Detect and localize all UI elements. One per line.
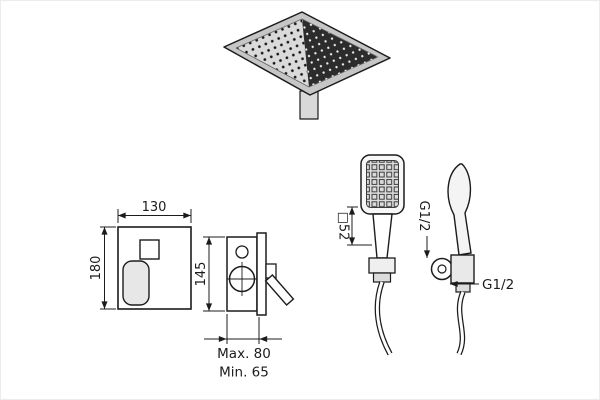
face-size-label: □52 — [336, 212, 351, 241]
dimension-mixer-width: 130 — [117, 200, 192, 223]
upper-port-circle — [235, 245, 249, 259]
holder-thread-callout: G1/2 — [416, 201, 431, 258]
hose-nut-front — [372, 272, 392, 283]
holder-bracket-side — [450, 254, 475, 284]
depth-max-label: Max. 80 — [217, 346, 271, 362]
dimension-recess-depth: Max. 80 Min. 65 — [204, 314, 282, 381]
supply-elbow-port — [437, 264, 447, 274]
dimension-valve-height: 145 — [194, 236, 225, 312]
holder-thread-label: G1/2 — [416, 201, 431, 232]
supply-thread-callout: G1/2 — [450, 277, 514, 293]
mixer-lever — [122, 260, 150, 306]
supply-elbow-flange — [430, 257, 454, 281]
hand-shower-side-view — [430, 163, 475, 356]
mixer-width-label: 130 — [142, 200, 167, 215]
shower-holder — [368, 257, 396, 274]
valve-height-label: 145 — [194, 262, 209, 287]
nozzle-dots-highlight — [302, 19, 378, 87]
shower-hose-front-inner — [375, 281, 392, 355]
mixer-height-label: 180 — [89, 256, 104, 281]
dimension-hand-shower-face: □52 — [336, 206, 372, 246]
shower-hose-side-inner — [457, 291, 465, 355]
depth-min-label: Min. 65 — [219, 365, 269, 381]
mixer-side-view — [226, 232, 295, 316]
supply-thread-label: G1/2 — [482, 277, 514, 293]
dimension-mixer-height: 180 — [89, 226, 116, 310]
handle-lever — [264, 274, 295, 306]
spray-nozzle-grid — [366, 160, 399, 208]
diverter-button — [139, 239, 160, 260]
mixer-front-view — [117, 226, 192, 310]
rain-shower-head — [223, 11, 391, 120]
hand-shower-profile — [447, 163, 472, 256]
hand-shower-handle — [372, 213, 393, 259]
trim-plate-side — [256, 232, 267, 316]
hand-shower-front-view — [360, 154, 405, 356]
